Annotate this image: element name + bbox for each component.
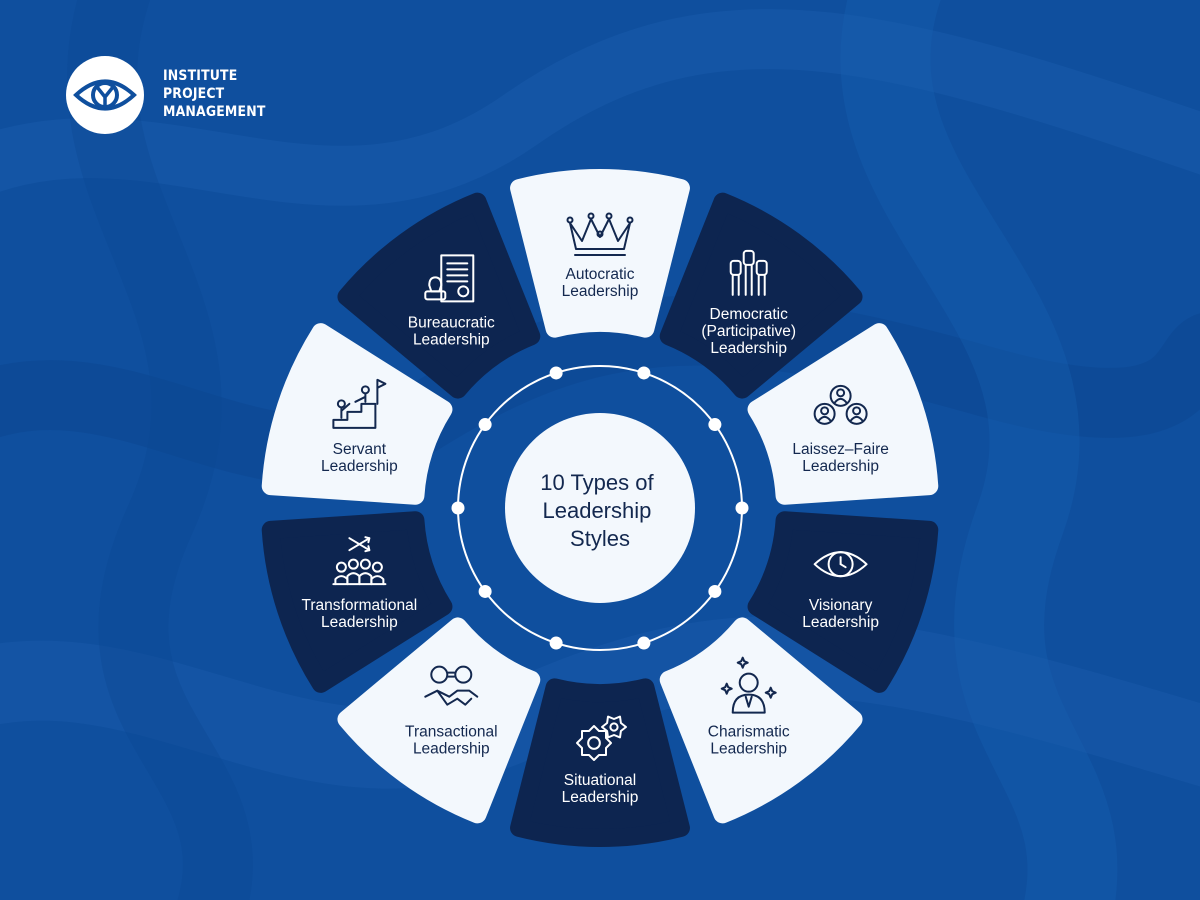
group-shuffle-icon [332,536,387,586]
crown-icon [566,212,634,256]
gears-icon [576,715,627,761]
segment-label-line: Leadership [562,789,639,806]
brand-name: INSTITUTE PROJECT MANAGEMENT [163,67,266,121]
segment-label-line: Democratic [710,306,789,323]
center-line-1: 10 Types of [540,470,654,495]
segment-label-line: Leadership [710,741,787,758]
ring-dot [708,418,722,432]
segment-label-line: Bureaucratic [408,314,495,331]
ring-dot [478,418,492,432]
brand-logo: INSTITUTE PROJECT MANAGEMENT [66,56,266,136]
segment-shape [337,192,541,399]
segment-label-line: Transactional [405,724,497,741]
segment-label-line: Servant [333,441,387,458]
segment-shape [261,511,453,693]
segment-label-line: Leadership [321,458,398,475]
ring-dot [549,636,563,650]
segment-shape [510,678,690,847]
team-icon [813,384,868,425]
center-line-2: Leadership [543,498,652,523]
ring-dot [637,636,651,650]
segment-label: Democratic(Participative)Leadership [701,306,796,357]
brand-line-2: PROJECT [163,86,225,102]
ring-dot [637,366,651,380]
segment-label-line: Leadership [321,614,398,631]
segment-shape [337,617,541,824]
brand-line-3: MANAGEMENT [163,104,266,120]
segment-shape [659,192,863,399]
segment-democratic: Democratic(Participative)Leadership [659,192,863,399]
segment-label-line: Leadership [413,741,490,758]
segment-label-line: Leadership [710,340,787,357]
center-title: 10 Types of Leadership Styles [540,470,659,551]
eye-icon [813,551,868,578]
segment-label-line: Leadership [562,283,639,300]
eye-icon [73,79,137,111]
ring-dot [735,501,749,515]
ring-dot [451,501,465,515]
segment-label-line: Visionary [809,597,873,614]
handshake-money-icon [424,665,479,706]
segment-shape [747,511,939,693]
segment-shape [659,617,863,824]
ring-dot [478,584,492,598]
logo-badge [66,56,144,134]
segment-label-line: Leadership [802,614,879,631]
ring-dot [708,584,722,598]
ring-dot [549,366,563,380]
segment-label-line: Leadership [802,458,879,475]
person-sparkle-icon [720,656,777,714]
brand-line-1: INSTITUTE [163,68,238,84]
segment-label-line: Leadership [413,331,490,348]
segment-shape [510,169,690,338]
segment-shape [261,323,453,505]
segment-label-line: Charismatic [708,724,790,741]
center-line-3: Styles [570,526,630,551]
segment-label-line: Autocratic [566,266,635,283]
document-stamp-icon [424,254,475,303]
climbing-help-icon [332,378,387,429]
segment-label-line: Laissez–Faire [792,441,889,458]
center-disc [505,413,695,603]
raised-hands-icon [729,249,768,296]
ring-dots [451,366,749,650]
segment-label-line: Situational [564,772,636,789]
segment-label-line: (Participative) [701,323,796,340]
segment-label-line: Transformational [302,597,418,614]
segment-shape [747,323,939,505]
